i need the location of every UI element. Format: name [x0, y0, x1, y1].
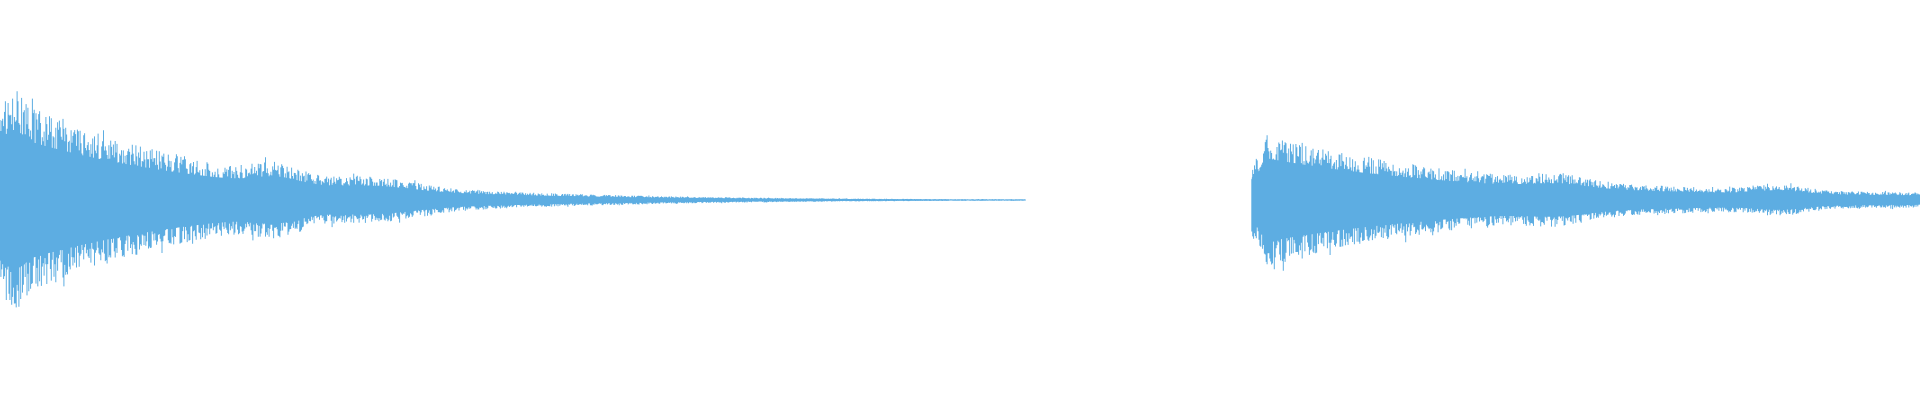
waveform-body — [0, 131, 1024, 269]
waveform-segment-1[interactable] — [0, 91, 1026, 308]
waveform-body — [1251, 158, 1920, 242]
waveform-segment-2[interactable] — [1251, 135, 1920, 271]
